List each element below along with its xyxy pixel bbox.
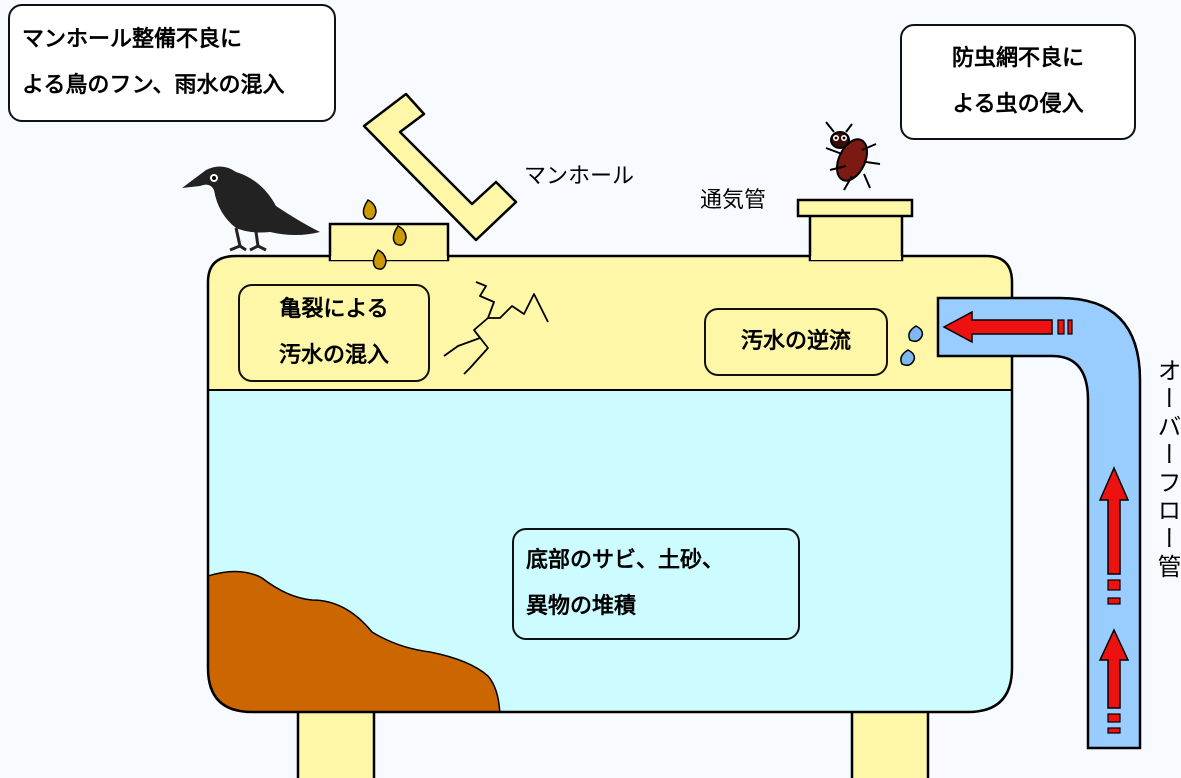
callout-manhole-defect-line2: よる鳥のフン、雨水の混入 bbox=[22, 73, 285, 98]
label-vent-pipe: 通気管 bbox=[700, 188, 767, 213]
callout-bottom: 底部のサビ、土砂、 異物の堆積 bbox=[512, 528, 800, 640]
arrow-up-1 bbox=[1098, 466, 1130, 575]
sediment-deposit bbox=[208, 570, 501, 712]
arrow-up-2 bbox=[1098, 628, 1130, 709]
arrow-left-dash-2 bbox=[1067, 319, 1073, 335]
water-droplets bbox=[900, 325, 924, 367]
callout-bottom-line1: 底部のサビ、土砂、 bbox=[526, 548, 725, 573]
bird-droppings bbox=[362, 199, 407, 270]
callout-insect-screen: 防虫網不良に よる虫の侵入 bbox=[900, 24, 1136, 140]
crack-lines bbox=[443, 281, 549, 375]
tank-outline bbox=[206, 254, 1014, 714]
callout-manhole-defect: マンホール整備不良に よる鳥のフン、雨水の混入 bbox=[8, 4, 336, 122]
vent-pipe-cap bbox=[796, 198, 914, 218]
callout-bottom-line2: 異物の堆積 bbox=[526, 594, 637, 619]
arrow-left-dash-1 bbox=[1057, 319, 1065, 335]
callout-crack-line2: 汚水の混入 bbox=[278, 343, 389, 368]
label-manhole: マンホール bbox=[524, 164, 635, 189]
manhole-opening bbox=[328, 222, 450, 262]
arrow-up-2-dash-1 bbox=[1107, 713, 1121, 723]
arrow-up-1-dash-1 bbox=[1107, 579, 1121, 591]
callout-crack: 亀裂による 汚水の混入 bbox=[238, 284, 430, 382]
arrow-up-2-dash-2 bbox=[1107, 727, 1121, 734]
arrow-up-1-dash-2 bbox=[1107, 597, 1121, 605]
callout-backflow: 汚水の逆流 bbox=[704, 308, 888, 376]
overflow-pipe bbox=[936, 296, 1142, 750]
beetle-icon bbox=[825, 121, 881, 191]
callout-backflow-text: 汚水の逆流 bbox=[740, 329, 851, 354]
arrow-left bbox=[942, 310, 1053, 344]
callout-insect-screen-line1: 防虫網不良に bbox=[951, 46, 1084, 71]
vent-pipe bbox=[808, 212, 904, 262]
callout-insect-screen-line2: よる虫の侵入 bbox=[952, 92, 1084, 117]
callout-manhole-defect-line1: マンホール整備不良に bbox=[22, 27, 243, 52]
label-overflow-pipe: オーバーフロー管 bbox=[1153, 358, 1181, 582]
crow-icon bbox=[182, 166, 320, 252]
manhole-lid bbox=[362, 92, 518, 242]
backflow-arrows bbox=[942, 310, 1130, 734]
callout-crack-line1: 亀裂による bbox=[279, 297, 389, 322]
